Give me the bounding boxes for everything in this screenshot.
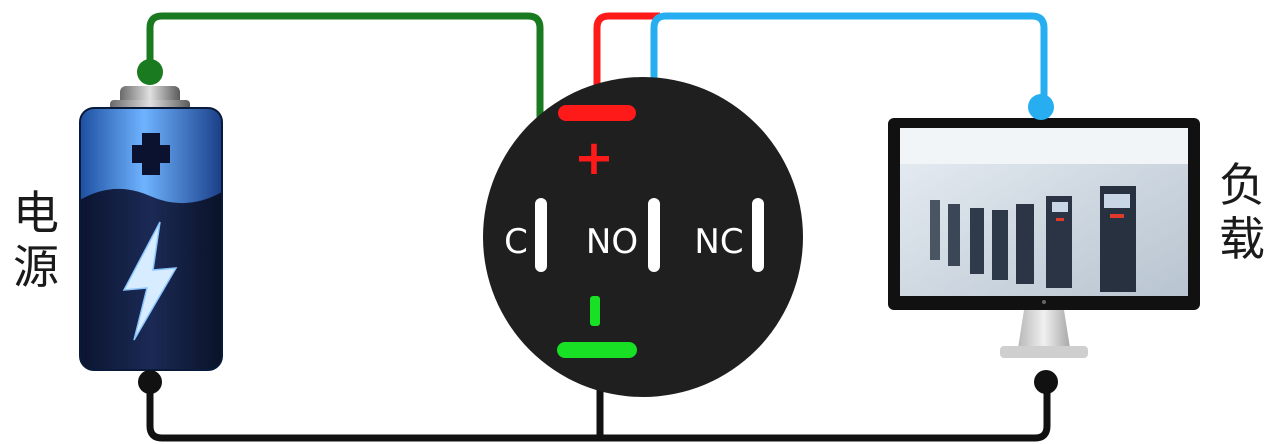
battery-icon: [79, 86, 223, 371]
power-label-char-1: 电: [13, 186, 59, 240]
load-label-char-2: 载: [1219, 212, 1265, 266]
minus-bar: [557, 342, 637, 358]
plus-sign: +: [574, 130, 614, 186]
load-label-char-1: 负: [1219, 158, 1265, 212]
pin-no: [648, 198, 660, 272]
plus-icon: [132, 133, 170, 175]
load-label: 负 载: [1216, 158, 1268, 266]
pin-nc: [752, 198, 764, 272]
load-positive-terminal: [1028, 94, 1054, 120]
terminal-no-label: NO: [586, 222, 638, 262]
lightning-icon: [122, 221, 178, 341]
power-label-char-2: 源: [13, 240, 59, 294]
positive-wire: [593, 12, 660, 105]
positive-bar: [558, 105, 636, 121]
switch-body: [483, 77, 803, 397]
battery-negative-terminal: [138, 370, 162, 394]
monitor-icon: [888, 118, 1200, 358]
common-wire: [146, 12, 544, 190]
load-negative-terminal: [1034, 370, 1058, 394]
minus-indicator: [590, 296, 600, 326]
terminal-c-label: C: [504, 222, 528, 262]
no-wire: [650, 12, 1048, 190]
battery-positive-terminal: [137, 59, 163, 85]
power-source-label: 电 源: [10, 186, 62, 294]
terminal-nc-label: NC: [694, 222, 743, 262]
pin-c: [535, 198, 547, 272]
